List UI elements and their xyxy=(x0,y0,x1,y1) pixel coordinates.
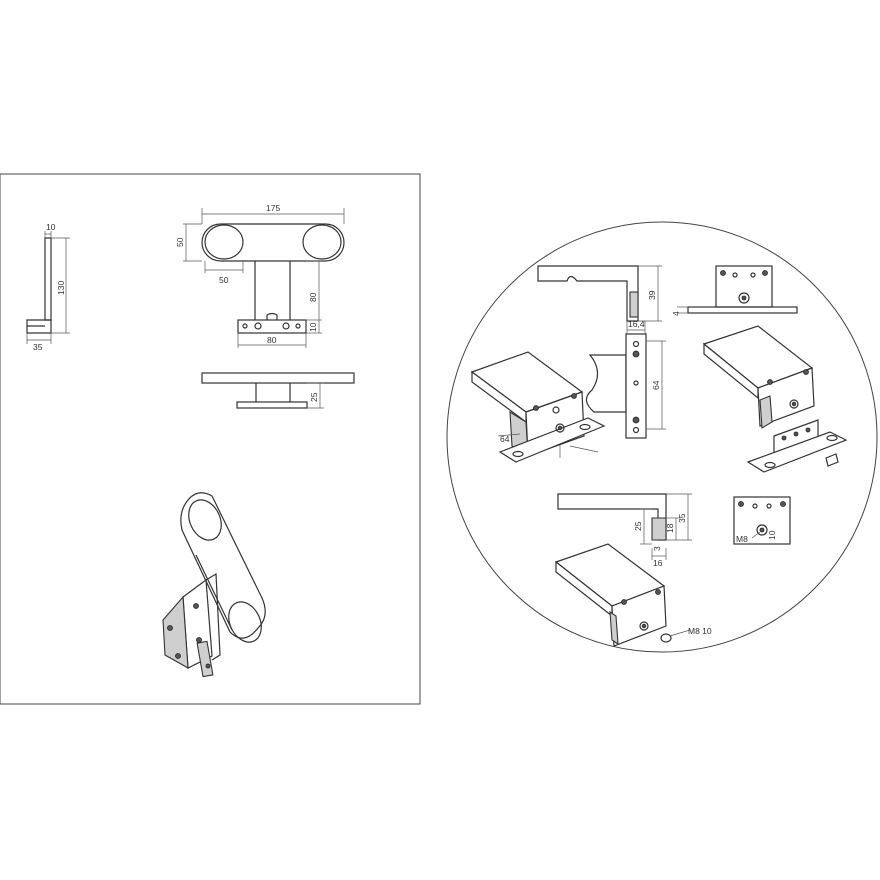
dim-plate-height: 50 xyxy=(175,237,185,247)
iso-bracket-right xyxy=(702,325,848,473)
dim-hole-spacing: 64 xyxy=(651,380,661,390)
side-view: 10 130 35 xyxy=(26,222,70,352)
dim-profile-35: 35 xyxy=(677,513,687,523)
dim-front-height: 25 xyxy=(309,392,319,402)
label-bolt: M8 10 xyxy=(688,626,712,636)
detail-circle xyxy=(446,221,878,653)
dim-pad-diameter: 50 xyxy=(219,275,229,285)
dim-plate-thickness: 4 xyxy=(671,311,681,316)
dim-bolt-thread: M8 xyxy=(736,534,748,544)
dim-profile-slot: 3 xyxy=(652,546,662,551)
iso-bracket-left: 64 xyxy=(470,351,606,463)
profile-view-lower: 25 35 18 3 16 xyxy=(557,493,692,568)
dim-profile-18: 18 xyxy=(665,523,675,533)
isometric-assembly xyxy=(162,492,266,678)
dim-bolt-length: 10 xyxy=(767,530,777,540)
dim-bracket-height: 39 xyxy=(647,290,657,300)
dim-base-width: 80 xyxy=(267,335,277,345)
left-panel-frame xyxy=(0,173,421,705)
dim-side-top: 10 xyxy=(46,222,56,232)
dim-bracket-width: 16,4 xyxy=(628,319,645,329)
iso-bracket-lower: M8 10 xyxy=(554,543,712,647)
mounted-bracket-view: 64 xyxy=(585,333,666,439)
front-view: 25 xyxy=(201,372,355,409)
bolt-plate-view: M8 10 xyxy=(733,496,791,545)
bracket-profile: 39 16,4 xyxy=(537,265,662,334)
top-view: 175 50 50 80 10 80 xyxy=(175,203,345,348)
plate-front-view: 4 xyxy=(671,265,798,316)
dim-iso-left: 64 xyxy=(500,434,510,444)
dim-base-thickness: 10 xyxy=(308,322,318,332)
dim-profile-25: 25 xyxy=(633,521,643,531)
dim-plate-length: 175 xyxy=(266,203,280,213)
dim-side-height: 130 xyxy=(56,281,66,295)
dim-profile-width: 16 xyxy=(653,558,663,568)
dim-side-foot: 35 xyxy=(33,342,43,352)
dim-post-height: 80 xyxy=(308,292,318,302)
